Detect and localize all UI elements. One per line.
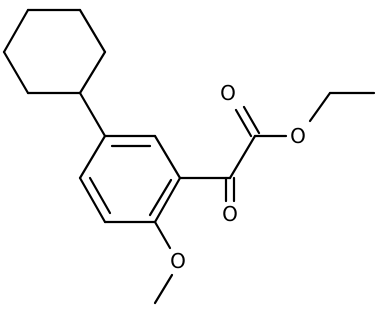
atom-label-methoxy-oxygen: O (170, 249, 186, 273)
benzene-ring (78, 134, 182, 224)
bond (228, 134, 257, 180)
bond (2, 8, 30, 54)
bond (308, 91, 332, 123)
bond (153, 134, 182, 180)
cyclohexyl-ring (2, 8, 107, 95)
bond (242, 105, 261, 135)
bond (234, 108, 253, 138)
bond (153, 176, 182, 224)
bond (78, 134, 107, 180)
atom-label-ester-oxygen: O (290, 124, 306, 148)
bond (78, 8, 107, 54)
bond (78, 91, 107, 138)
oxygen-label: O (290, 124, 306, 148)
oxygen-label: O (220, 81, 236, 105)
bond (153, 273, 174, 305)
bond (153, 220, 172, 250)
atom-label-carbonyl-oxygen: O (220, 81, 236, 105)
atom-label-ketone-oxygen: O (222, 202, 238, 226)
bond (148, 178, 173, 217)
bond (2, 50, 30, 95)
oxygen-label: O (222, 202, 238, 226)
oxygen-label: O (170, 249, 186, 273)
bond (78, 176, 107, 224)
bond (78, 50, 107, 95)
bond (88, 176, 112, 215)
